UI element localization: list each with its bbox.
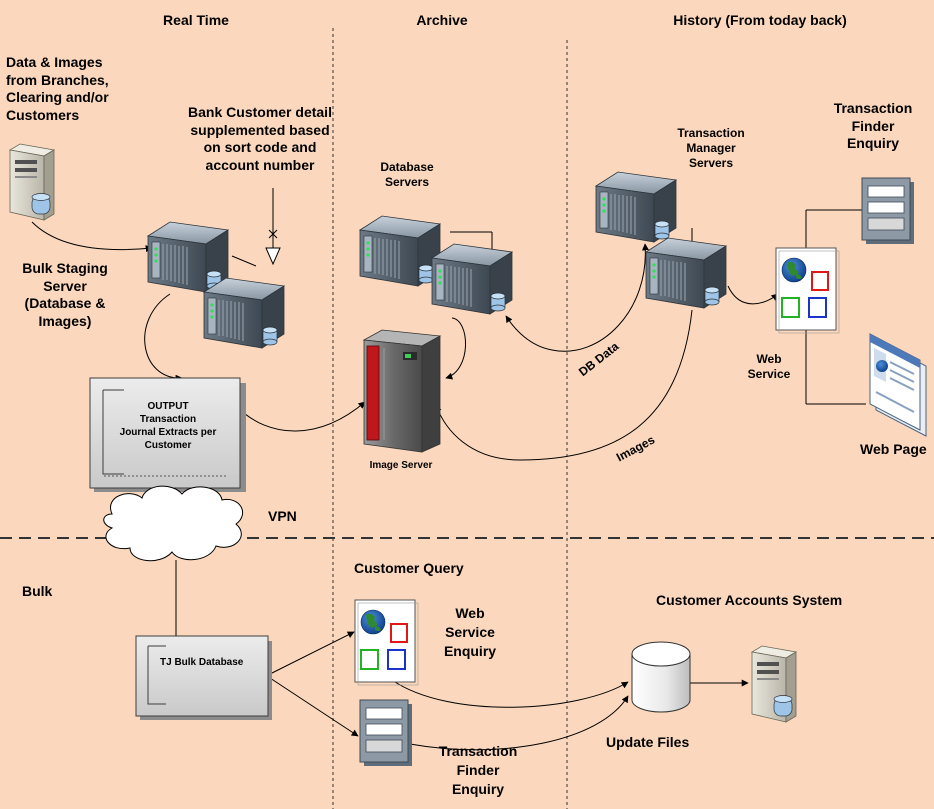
connector-tm-to-webservice xyxy=(727,285,779,305)
label-bulk: Bulk xyxy=(22,583,53,599)
image-server-icon xyxy=(362,329,442,453)
label-bulk-staging-server: Bulk Staging Server (Database & Images) xyxy=(22,260,108,329)
label-web-page: Web Page xyxy=(860,441,927,457)
database-server-2-icon xyxy=(431,243,513,315)
connector-staging-to-output xyxy=(144,293,183,382)
label-data-images: Data & Images from Branches, Clearing an… xyxy=(6,54,109,123)
column-header-history: History (From today back) xyxy=(673,12,847,28)
transaction-finder-form-bottom-icon xyxy=(359,699,413,767)
label-tj-bulk-database: TJ Bulk Database xyxy=(160,657,244,668)
label-bank-customer-detail: Bank Customer detail supplemented based … xyxy=(188,104,332,173)
web-service-panel-top xyxy=(775,247,840,334)
customer-accounts-server-icon xyxy=(751,645,797,723)
label-vpn: VPN xyxy=(268,508,297,524)
connector-tj-to-webpanel xyxy=(269,631,355,675)
vpn-cloud-icon xyxy=(103,485,243,562)
label-web-service: Web Service xyxy=(747,352,791,381)
label-update-files: Update Files xyxy=(606,734,690,750)
label-transaction-finder-top: Transaction Finder Enquiry xyxy=(833,100,913,151)
label-customer-query: Customer Query xyxy=(354,560,464,576)
connector-webpanel-to-update xyxy=(391,679,629,708)
connector-dbpair-to-imageserver xyxy=(445,317,466,380)
label-transaction-manager-servers: Transaction Manager Servers xyxy=(677,126,745,170)
connector-images xyxy=(434,309,693,461)
output-extracts-box xyxy=(89,377,246,492)
update-files-cylinder-icon xyxy=(631,641,691,713)
label-database-servers: Database Servers xyxy=(380,160,434,189)
database-server-1-icon xyxy=(359,215,441,287)
transaction-finder-form-top-icon xyxy=(861,177,915,245)
connector-data-to-staging xyxy=(31,221,153,253)
column-header-archive: Archive xyxy=(416,12,468,28)
transaction-manager-server-1-icon xyxy=(595,171,677,243)
staging-server-1-icon xyxy=(147,221,229,293)
connector-form-to-update xyxy=(409,695,629,751)
source-tower-server-icon xyxy=(9,143,55,221)
web-page-icon xyxy=(869,333,927,437)
label-customer-accounts-system: Customer Accounts System xyxy=(656,592,843,608)
tj-bulk-database-box xyxy=(135,635,272,720)
label-web-service-enquiry: Web Service Enquiry xyxy=(443,605,497,659)
connector-staging-pair xyxy=(231,255,257,267)
connector-tj-to-form xyxy=(269,677,359,737)
label-output-extracts: OUTPUT Transaction Journal Extracts per … xyxy=(119,401,217,451)
detail-supplement-marker xyxy=(265,247,281,266)
transaction-manager-server-2-icon xyxy=(645,237,727,309)
column-header-real-time: Real Time xyxy=(163,12,229,28)
staging-server-2-icon xyxy=(203,277,285,349)
connector-output-to-imageserver xyxy=(235,401,366,432)
connector-dbdata xyxy=(505,243,649,352)
web-service-panel-bottom xyxy=(354,599,419,686)
label-transaction-finder-bottom: Transaction Finder Enquiry xyxy=(438,743,518,797)
label-image-server: Image Server xyxy=(369,460,433,471)
